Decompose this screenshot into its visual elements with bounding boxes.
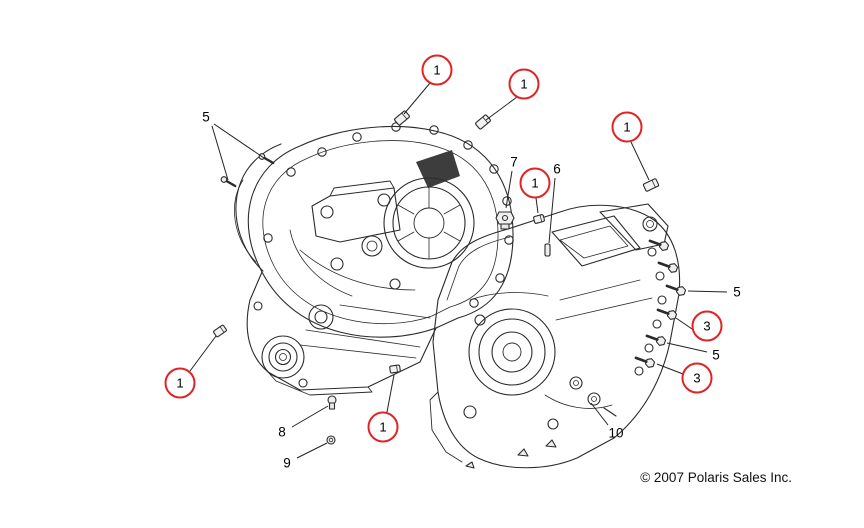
dowel-pin	[642, 178, 660, 192]
leader-line	[291, 405, 329, 428]
left-crankcase-half	[234, 122, 514, 338]
callout-1-4: 1	[164, 367, 196, 399]
callout-5-11: 5	[733, 284, 741, 300]
callout-1-1: 1	[508, 68, 540, 100]
copyright-text: © 2007 Polaris Sales Inc.	[640, 470, 792, 485]
lower-crankcase-section	[246, 271, 437, 396]
callout-9-14: 9	[283, 455, 291, 471]
bolt	[657, 261, 679, 273]
callout-1-0: 1	[421, 54, 453, 86]
flange-screw	[326, 435, 336, 445]
stud	[544, 243, 551, 257]
leader-line	[687, 290, 728, 293]
callout-3-7: 3	[681, 362, 713, 394]
bolt	[648, 239, 670, 251]
leader-line	[666, 342, 708, 353]
bolt	[634, 356, 656, 368]
leader-line	[548, 177, 556, 244]
leader-line	[213, 123, 265, 159]
callout-8-13: 8	[278, 424, 286, 440]
fasteners	[213, 110, 687, 445]
dowel-pin	[475, 114, 491, 130]
callout-5-12: 5	[712, 347, 720, 363]
callout-1-5: 1	[367, 411, 399, 443]
leader-line	[485, 96, 518, 121]
leader-line	[189, 335, 217, 372]
leader-line	[656, 363, 684, 375]
callout-1-2: 1	[611, 111, 643, 143]
dowel-pin	[213, 324, 227, 338]
callout-6-10: 6	[553, 161, 561, 177]
leader-line	[296, 442, 328, 459]
dowel-pin	[389, 364, 401, 374]
dowel-pin	[394, 110, 410, 126]
callout-1-3: 1	[519, 167, 551, 199]
dowel-pin	[533, 214, 545, 224]
drain-plug	[327, 395, 337, 410]
leader-line	[211, 125, 229, 181]
callout-7-9: 7	[510, 154, 518, 170]
bolt	[656, 308, 678, 320]
leader-line	[386, 374, 395, 413]
leader-line	[675, 317, 693, 330]
right-crankcase-half	[429, 203, 681, 469]
callout-10-15: 10	[608, 425, 624, 441]
leader-line	[505, 170, 513, 209]
bolt	[645, 334, 667, 346]
leader-line	[403, 82, 431, 115]
callout-5-8: 5	[202, 109, 210, 125]
callout-3-6: 3	[691, 310, 723, 342]
screw	[220, 176, 237, 188]
leader-line	[630, 141, 650, 181]
bolt	[665, 284, 687, 296]
hex-plug	[495, 211, 515, 230]
leader-line	[590, 402, 609, 426]
leader-line	[535, 197, 539, 214]
